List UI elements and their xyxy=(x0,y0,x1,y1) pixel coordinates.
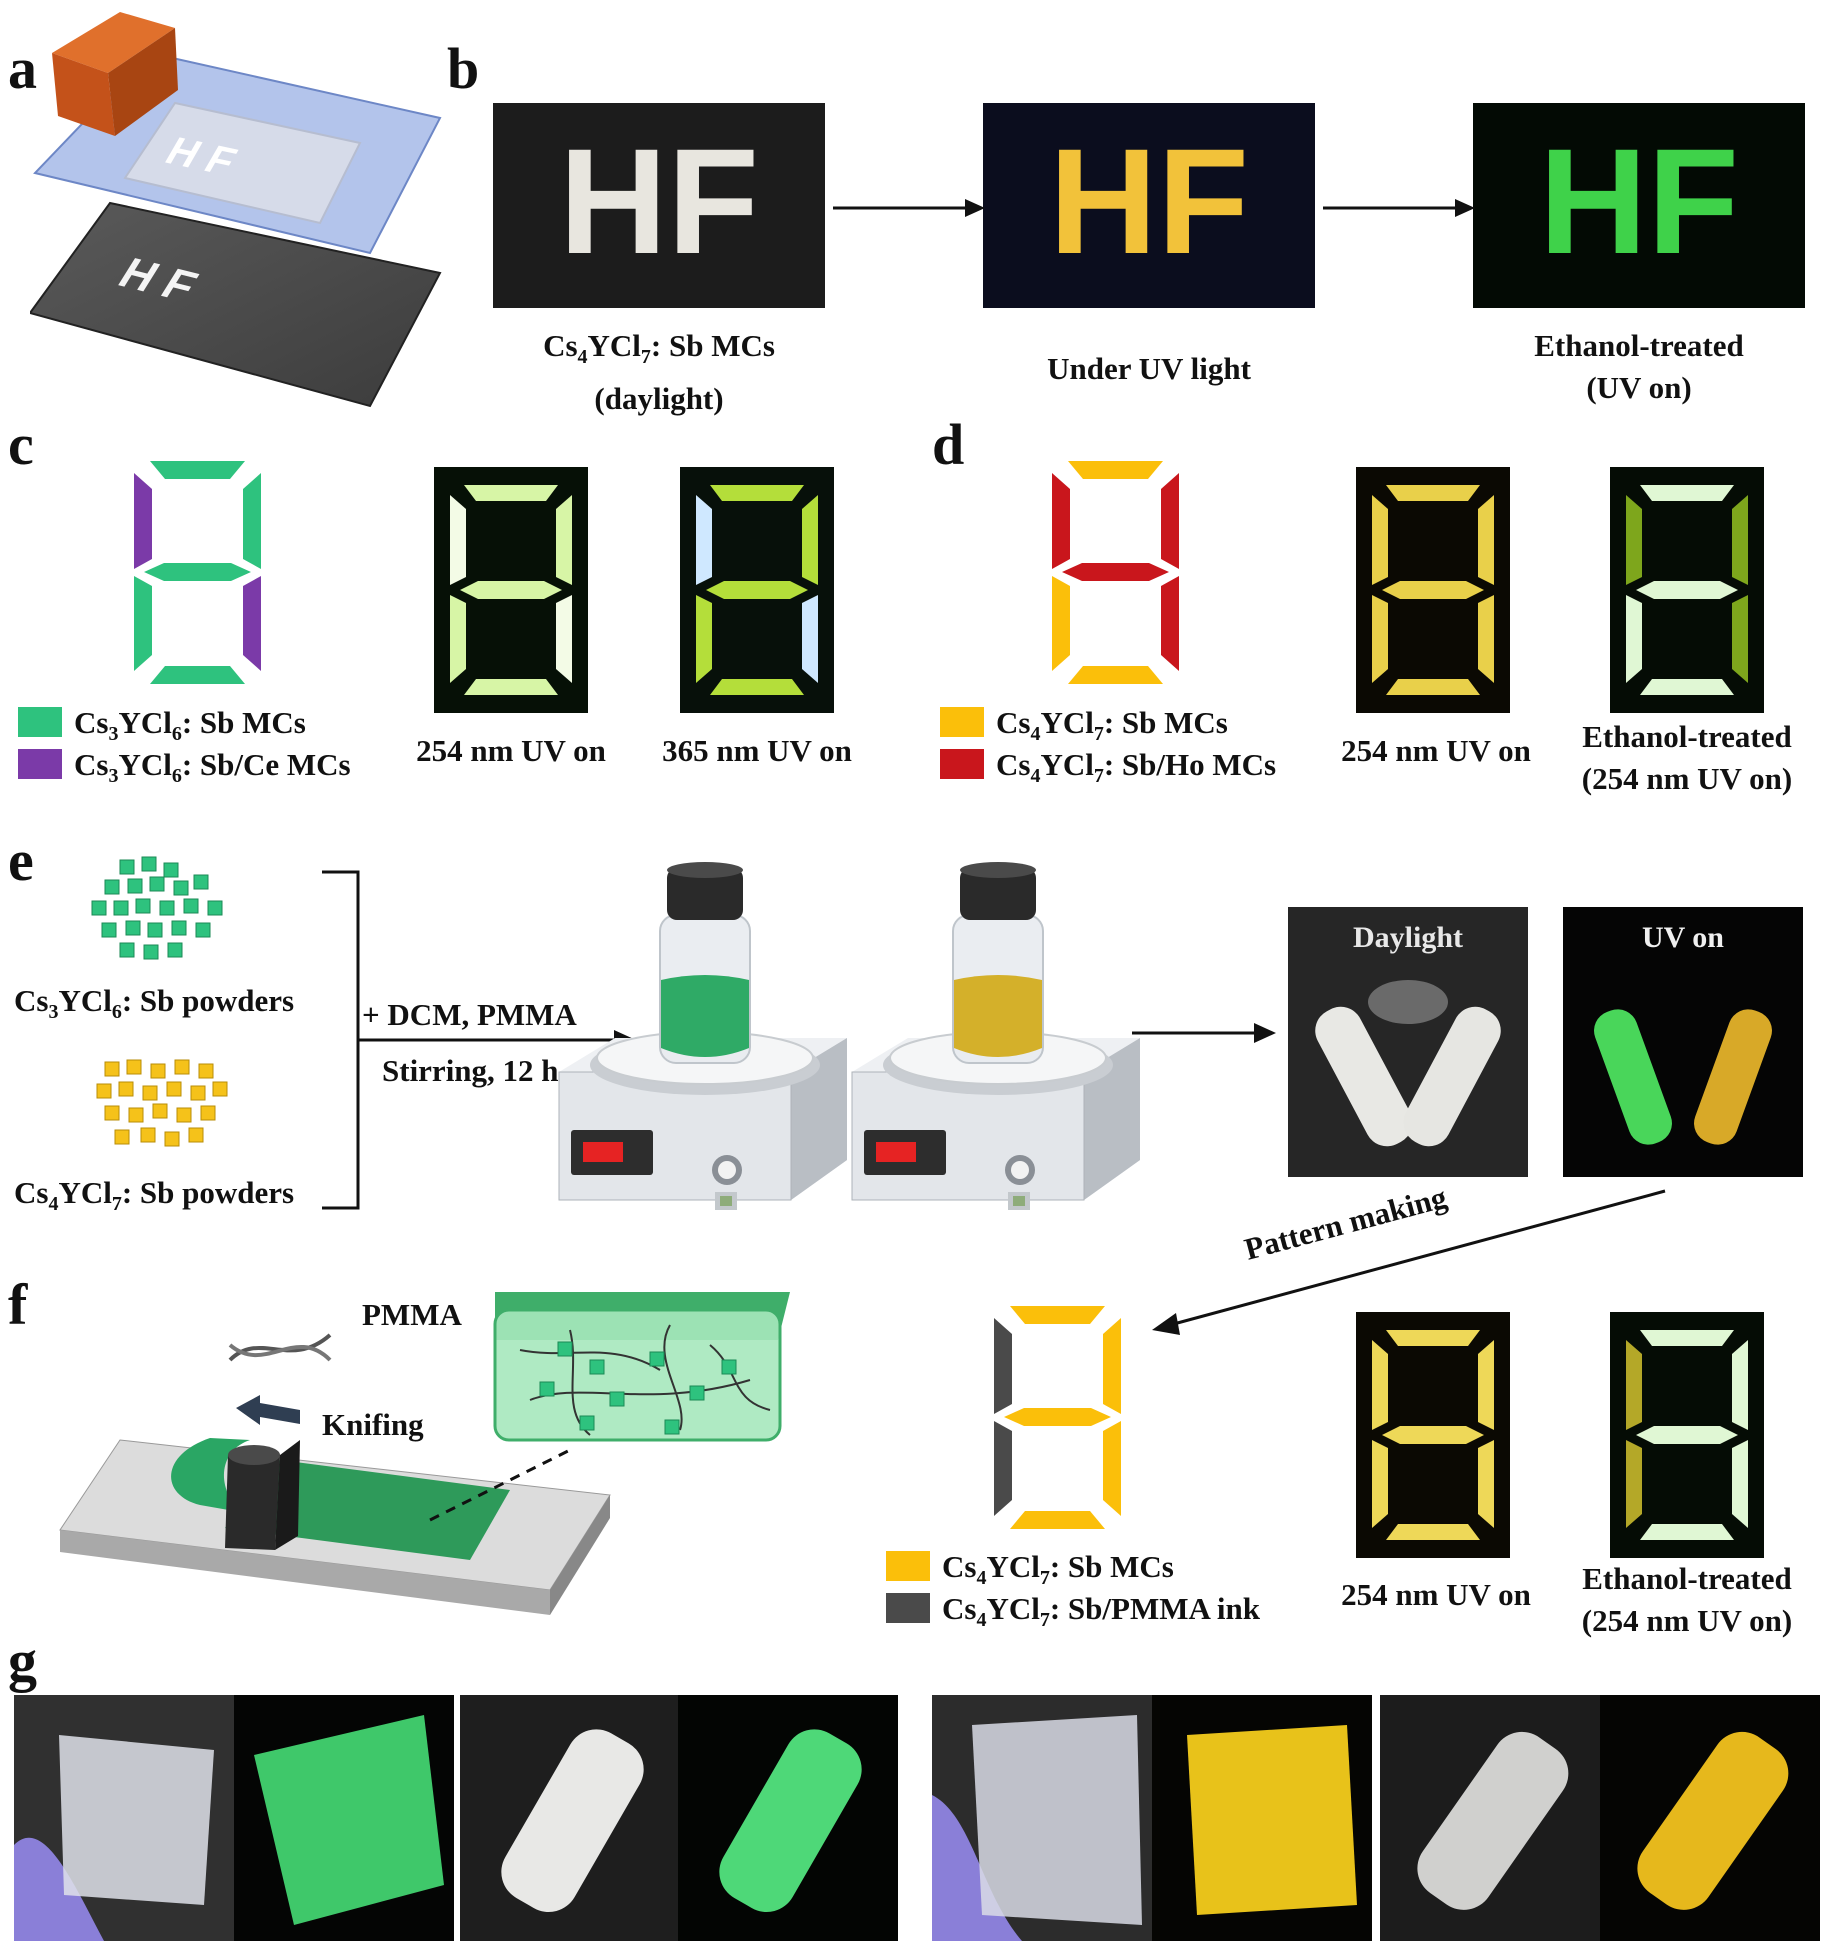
caption-b-uv: Under UV light xyxy=(1047,351,1251,386)
tubes-photo-daylight: Daylight xyxy=(1288,907,1528,1177)
legend-swatch-gray xyxy=(886,1593,930,1623)
film-photo-1-daylight-hand xyxy=(14,1695,234,1941)
legend-f-item-1: Cs4YCl7: Sb MCs xyxy=(886,1546,1174,1599)
step-label-stirring: Stirring, 12 h xyxy=(382,1053,559,1088)
seven-segment-diagram-c xyxy=(130,455,265,690)
legend-swatch-red xyxy=(940,749,984,779)
caption-f-ethanol: Ethanol-treated(254 nm UV on) xyxy=(1581,1561,1793,1638)
segment-photo-c-365 xyxy=(680,467,834,713)
panel-a-illustration: H F H F xyxy=(30,8,450,408)
film-photo-8-uv-roll-yellow xyxy=(1600,1695,1820,1941)
caption-c-254: 254 nm UV on xyxy=(416,733,606,768)
film-photo-2-uv-green xyxy=(234,1695,454,1941)
panel-label-e: e xyxy=(8,828,34,893)
label-pmma: PMMA xyxy=(362,1297,462,1332)
film-photo-3-daylight-roll xyxy=(460,1695,678,1941)
hf-text-daylight: HF xyxy=(559,117,759,285)
panel-label-b: b xyxy=(447,36,480,101)
film-photo-6-uv-yellow xyxy=(1152,1695,1372,1941)
panel-label-a: a xyxy=(8,36,37,101)
powder-label-yellow: Cs4YCl7: Sb powders xyxy=(14,1175,295,1216)
green-powder-cluster xyxy=(90,855,230,965)
label-knifing: Knifing xyxy=(322,1407,424,1442)
green-solution xyxy=(661,975,749,1057)
legend-swatch-yellow xyxy=(940,707,984,737)
segment-photo-f-ethanol xyxy=(1610,1312,1764,1558)
hf-photo-ethanol: HF xyxy=(1473,103,1805,308)
segment-photo-f-254 xyxy=(1356,1312,1510,1558)
step-label-dcm-pmma: + DCM, PMMA xyxy=(362,997,577,1032)
film-photo-5-daylight-hand xyxy=(932,1695,1152,1941)
powder-label-green: Cs3YCl6: Sb powders xyxy=(14,983,295,1024)
legend-f-item-2: Cs4YCl7: Sb/PMMA ink xyxy=(886,1588,1260,1641)
photo-label-uv: UV on xyxy=(1642,921,1724,954)
hf-photo-uv: HF xyxy=(983,103,1315,308)
legend-swatch-yellow-f xyxy=(886,1551,930,1581)
hf-text-uv: HF xyxy=(1049,117,1249,285)
legend-d-item-1: Cs4YCl7: Sb MCs xyxy=(940,702,1228,755)
segment-photo-c-254 xyxy=(434,467,588,713)
panel-label-d: d xyxy=(932,412,965,477)
yellow-powder-cluster xyxy=(95,1058,235,1158)
legend-c-item-2: Cs3YCl6: Sb/Ce MCs xyxy=(18,744,351,797)
pmma-network-box xyxy=(493,1292,790,1442)
caption-f-254: 254 nm UV on xyxy=(1341,1577,1531,1612)
tubes-photo-uv: UV on xyxy=(1563,907,1803,1177)
panel-label-g: g xyxy=(8,1628,37,1693)
hf-photo-daylight: HF xyxy=(493,103,825,308)
magnetic-stirrer-green xyxy=(555,860,855,1232)
squeegee-top xyxy=(52,12,175,73)
knifing-illustration xyxy=(50,1290,800,1630)
legend-swatch-green xyxy=(18,707,62,737)
substrate-plate xyxy=(30,201,442,408)
arrow-e-to-photos xyxy=(1132,1023,1276,1043)
film-photo-7-daylight-roll xyxy=(1380,1695,1600,1941)
legend-d-item-2: Cs4YCl7: Sb/Ho MCs xyxy=(940,744,1276,797)
photo-label-daylight: Daylight xyxy=(1353,921,1463,954)
caption-b-daylight: Cs4YCl7: Sb MCs (daylight) xyxy=(543,328,775,417)
seven-segment-diagram-f xyxy=(990,1300,1125,1535)
yellow-solution xyxy=(954,975,1042,1057)
caption-d-254: 254 nm UV on xyxy=(1341,733,1531,768)
caption-d-ethanol: Ethanol-treated(254 nm UV on) xyxy=(1581,719,1793,796)
seven-segment-diagram-d xyxy=(1048,455,1183,690)
red-display xyxy=(583,1142,623,1162)
arrow-b-1 xyxy=(833,199,985,217)
knifing-direction-arrow xyxy=(236,1395,300,1425)
hf-text-ethanol: HF xyxy=(1539,117,1739,285)
caption-b-ethanol: Ethanol-treated(UV on) xyxy=(1534,328,1744,405)
knife-roller xyxy=(225,1440,300,1550)
caption-c-365: 365 nm UV on xyxy=(662,733,852,768)
arrow-b-2 xyxy=(1323,199,1475,217)
film-photo-4-uv-roll-green xyxy=(678,1695,898,1941)
panel-label-c: c xyxy=(8,412,34,477)
legend-c-item-1: Cs3YCl6: Sb MCs xyxy=(18,702,306,755)
segment-photo-d-254 xyxy=(1356,467,1510,713)
panel-label-f: f xyxy=(8,1272,28,1337)
magnetic-stirrer-yellow xyxy=(848,860,1148,1232)
legend-swatch-purple xyxy=(18,749,62,779)
arrow-pattern-making xyxy=(1152,1189,1666,1335)
segment-photo-d-ethanol xyxy=(1610,467,1764,713)
